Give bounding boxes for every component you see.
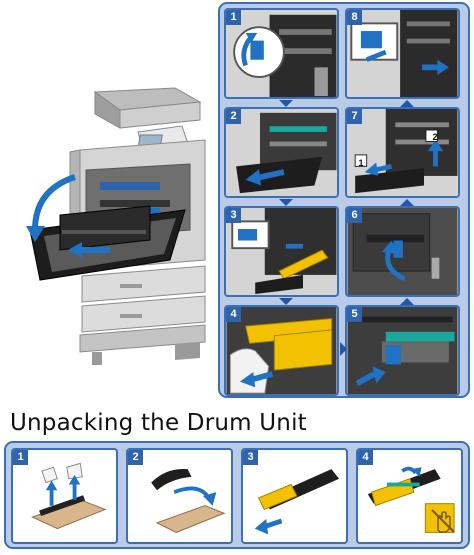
arrow-icon: [400, 100, 414, 107]
arrow-icon: [279, 100, 293, 107]
replacement-steps-panel: 1 8 2: [218, 2, 470, 398]
step-7-label-1: 1: [358, 158, 364, 168]
arrow-icon: [400, 298, 414, 305]
step-number: 2: [128, 450, 143, 465]
replace-step-3: 3: [224, 206, 339, 297]
unpack-step-3: 3: [241, 448, 348, 544]
step-number: 4: [226, 307, 241, 322]
arrow-icon: [279, 199, 293, 206]
unpack-step-1-illustration: [31, 462, 107, 530]
step-2-illustration: [226, 109, 337, 196]
step-number: 8: [347, 10, 362, 25]
step-number: 3: [243, 450, 258, 465]
step-number: 3: [226, 208, 241, 223]
step-7-illustration: [347, 109, 458, 196]
arrow-icon: [340, 342, 347, 356]
replace-step-5: 5: [345, 305, 460, 396]
step-1-illustration: [226, 10, 337, 97]
replace-step-6: 6: [345, 206, 460, 297]
replace-step-8: 8: [345, 8, 460, 99]
step-number: 5: [347, 307, 362, 322]
step-7-label-2: 2: [432, 132, 438, 142]
step-number: 1: [13, 450, 28, 465]
step-number: 4: [358, 450, 373, 465]
step-6-illustration: [347, 208, 458, 295]
unpack-step-4: 4: [356, 448, 463, 544]
arrow-icon: [279, 298, 293, 305]
unpack-step-2-illustration: [151, 468, 226, 533]
step-4-illustration: [226, 307, 337, 394]
step-number: 2: [226, 109, 241, 124]
step-5-illustration: [347, 307, 458, 394]
section-title: Unpacking the Drum Unit: [10, 410, 307, 436]
unpack-step-2: 2: [126, 448, 233, 544]
step-number: 6: [347, 208, 362, 223]
copier-illustration: [0, 80, 225, 380]
unpack-step-3-illustration: [254, 469, 340, 535]
replace-step-1: 1: [224, 8, 339, 99]
arrow-icon: [400, 199, 414, 206]
replace-step-4: 4: [224, 305, 339, 396]
replace-step-7: 1 2 7: [345, 107, 460, 198]
do-not-touch-icon: [428, 506, 458, 536]
unpacking-steps-panel: 1 2 3: [4, 441, 470, 549]
step-number: 1: [226, 10, 241, 25]
step-number: 7: [347, 109, 362, 124]
step-8-illustration: [347, 10, 458, 97]
step-3-illustration: [226, 208, 337, 295]
unpack-step-1: 1: [11, 448, 118, 544]
replace-step-2: 2: [224, 107, 339, 198]
